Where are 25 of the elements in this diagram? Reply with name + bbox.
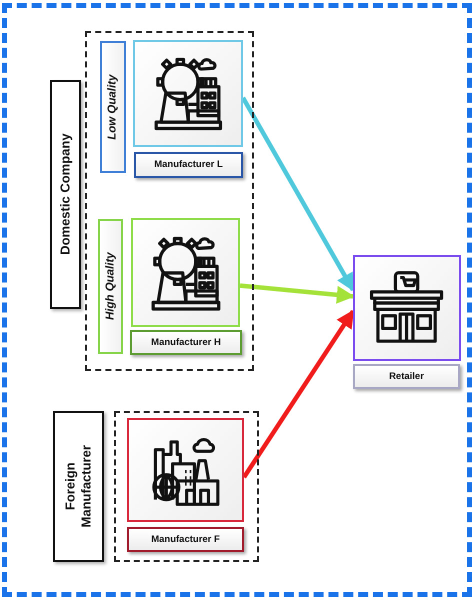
icon-card	[131, 218, 240, 327]
arrow	[242, 310, 355, 479]
name-label-box	[127, 527, 244, 552]
group-border	[114, 411, 259, 562]
category-label: Domestic Company	[57, 132, 74, 258]
icon-card	[133, 40, 243, 147]
name-label: Retailer	[389, 370, 424, 382]
name-label: Manufacturer H	[151, 336, 221, 348]
name-label: Manufacturer F	[151, 534, 220, 546]
arrow	[241, 96, 355, 292]
category-label-box	[50, 80, 81, 309]
name-label-box	[134, 152, 243, 178]
category-label: Foreign Manufacturer	[62, 444, 94, 530]
icon-card	[127, 418, 244, 522]
quality-label-box	[100, 41, 126, 173]
name-label-box	[353, 364, 460, 389]
quality-label: High Quality	[103, 252, 118, 320]
name-label-box	[130, 330, 242, 355]
category-label-box	[53, 411, 104, 562]
name-label: Manufacturer L	[154, 159, 223, 171]
icon-card	[353, 255, 461, 361]
quality-label-box	[98, 219, 123, 354]
group-border	[85, 31, 254, 371]
arrow	[240, 283, 355, 304]
quality-label: Low Quality	[106, 74, 120, 140]
